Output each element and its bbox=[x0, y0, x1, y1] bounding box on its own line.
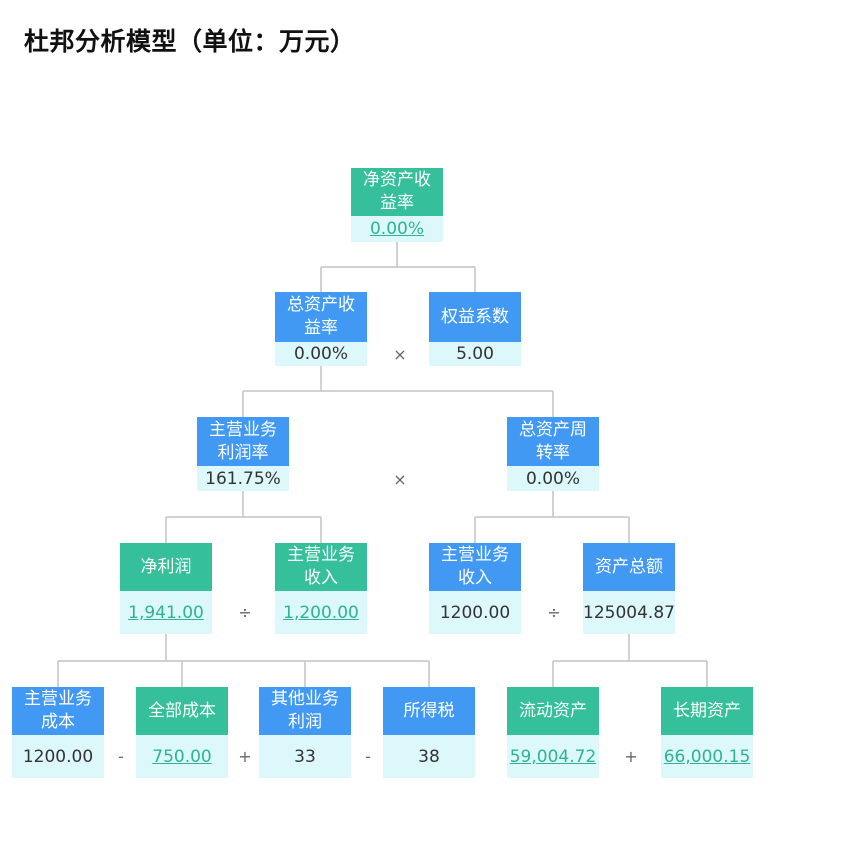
roe-value-link[interactable]: 0.00% bbox=[369, 219, 424, 239]
other-profit-label: 其他业务利润 bbox=[259, 687, 351, 735]
long-term-assets-value-link[interactable]: 66,000.15 bbox=[663, 746, 751, 767]
income-tax-label: 所得税 bbox=[383, 687, 475, 735]
main-cost-label: 主营业务成本 bbox=[12, 687, 104, 735]
revenue-label: 主营业务收入 bbox=[429, 543, 521, 591]
total-assets-value: 125004.87 bbox=[583, 591, 675, 634]
long-term-assets-label: 长期资产 bbox=[661, 687, 753, 735]
roa-value: 0.00% bbox=[275, 342, 367, 366]
current-assets-label: 流动资产 bbox=[507, 687, 599, 735]
equity-multiplier-label: 权益系数 bbox=[429, 292, 521, 342]
total-cost-label: 全部成本 bbox=[136, 687, 228, 735]
net-profit-label: 净利润 bbox=[120, 543, 212, 591]
asset-turnover-node: 总资产周转率 0.00% bbox=[507, 417, 599, 491]
other-profit-node: 其他业务利润 33 bbox=[259, 687, 351, 778]
current-assets-value-link[interactable]: 59,004.72 bbox=[509, 746, 597, 767]
roe-node: 净资产收益率 0.00% bbox=[351, 168, 443, 242]
equity-multiplier-value: 5.00 bbox=[429, 342, 521, 366]
asset-turnover-label: 总资产周转率 bbox=[507, 417, 599, 466]
net-profit-node: 净利润 1,941.00 bbox=[120, 543, 212, 634]
page-title: 杜邦分析模型（单位：万元） bbox=[24, 27, 356, 56]
total-cost-node: 全部成本 750.00 bbox=[136, 687, 228, 778]
total-assets-node: 资产总额 125004.87 bbox=[583, 543, 675, 634]
profit-margin-label: 主营业务利润率 bbox=[197, 417, 289, 466]
roa-label: 总资产收益率 bbox=[275, 292, 367, 342]
main-cost-node: 主营业务成本 1200.00 bbox=[12, 687, 104, 778]
profit-margin-node: 主营业务利润率 161.75% bbox=[197, 417, 289, 491]
current-assets-node: 流动资产 59,004.72 bbox=[507, 687, 599, 778]
revenue-label: 主营业务收入 bbox=[275, 543, 367, 591]
multiply-operator: × bbox=[393, 470, 407, 489]
income-tax-node: 所得税 38 bbox=[383, 687, 475, 778]
long-term-assets-node: 长期资产 66,000.15 bbox=[661, 687, 753, 778]
divide-operator: ÷ bbox=[238, 603, 252, 622]
plus-operator: + bbox=[624, 747, 638, 766]
multiply-operator: × bbox=[393, 345, 407, 364]
main-cost-value: 1200.00 bbox=[12, 735, 104, 778]
roa-node: 总资产收益率 0.00% bbox=[275, 292, 367, 366]
revenue-node: 主营业务收入 1,200.00 bbox=[275, 543, 367, 634]
profit-margin-value: 161.75% bbox=[197, 466, 289, 491]
total-assets-label: 资产总额 bbox=[583, 543, 675, 591]
divide-operator: ÷ bbox=[547, 603, 561, 622]
plus-operator: + bbox=[238, 747, 252, 766]
revenue-node: 主营业务收入 1200.00 bbox=[429, 543, 521, 634]
revenue-value-link[interactable]: 1,200.00 bbox=[283, 602, 359, 623]
minus-operator: - bbox=[118, 747, 124, 766]
total-cost-value-link[interactable]: 750.00 bbox=[152, 746, 212, 767]
roe-label: 净资产收益率 bbox=[351, 168, 443, 216]
equity-multiplier-node: 权益系数 5.00 bbox=[429, 292, 521, 366]
other-profit-value: 33 bbox=[259, 735, 351, 778]
net-profit-value-link[interactable]: 1,941.00 bbox=[128, 602, 204, 623]
minus-operator: - bbox=[365, 747, 371, 766]
asset-turnover-value: 0.00% bbox=[507, 466, 599, 491]
income-tax-value: 38 bbox=[383, 735, 475, 778]
revenue-value: 1200.00 bbox=[429, 591, 521, 634]
